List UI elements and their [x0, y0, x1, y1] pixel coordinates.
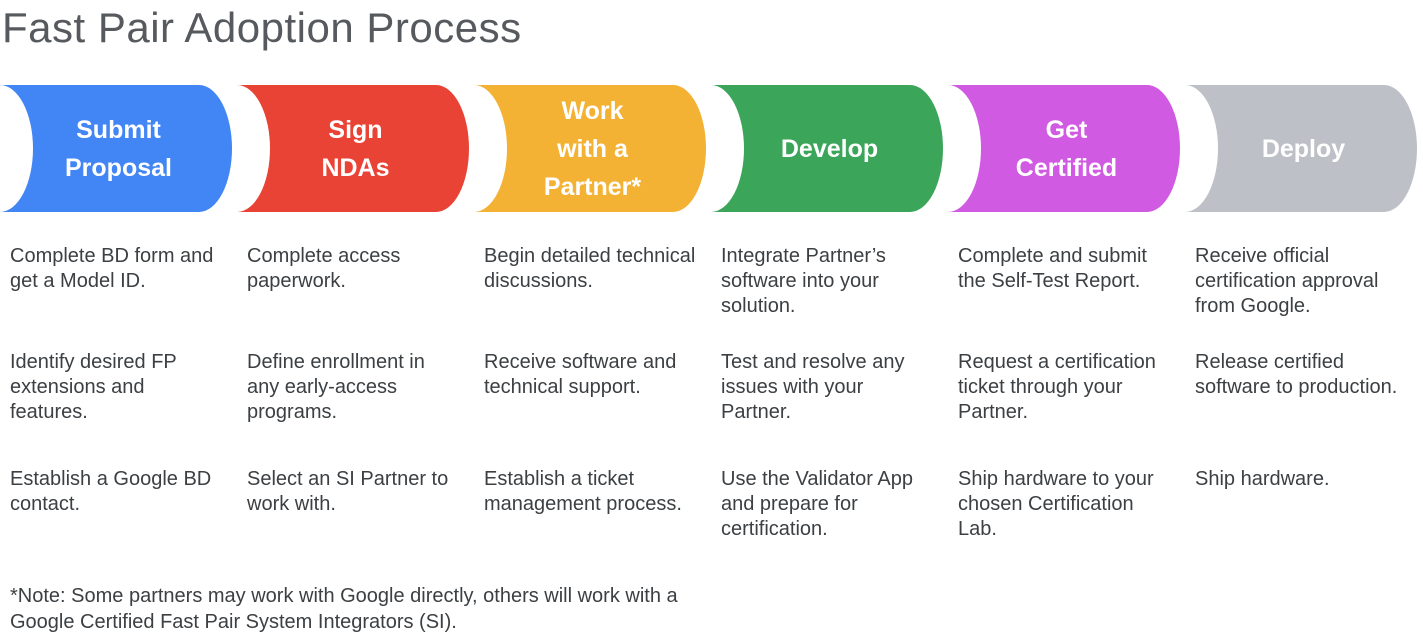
task-text: Establish a ticket management process. [484, 468, 682, 515]
task-text: Release certified software to production… [1195, 351, 1398, 398]
task-text: Identify desired FP extensions and featu… [10, 351, 177, 423]
task-text: Begin detailed technical discussions. [484, 245, 696, 292]
step-column-sign-ndas: Sign NDAs Complete access paperwork. Def… [237, 85, 474, 583]
arrow-ribbon-shape [1185, 85, 1417, 212]
step-shape-deploy: Deploy [1185, 85, 1422, 212]
task-text: Establish a Google BD contact. [10, 468, 212, 515]
step-label: Develop [780, 134, 879, 163]
arrow-ribbon-fill [1185, 85, 1417, 212]
step-tasks: Begin detailed technical discussions. Re… [474, 244, 711, 583]
step-column-get-certified: Get Certified Complete and submit the Se… [948, 85, 1185, 583]
task-text: Use the Validator App and prepare for ce… [721, 468, 913, 540]
task-text: Ship hardware to your chosen Certificati… [958, 468, 1154, 540]
process-steps-row: Submit Proposal Complete BD form and get… [0, 85, 1422, 583]
step-column-submit-proposal: Submit Proposal Complete BD form and get… [0, 85, 237, 583]
step-label: Submit Proposal [65, 115, 172, 182]
step-tasks: Complete and submit the Self-Test Report… [948, 244, 1185, 583]
task-text: Complete access paperwork. [247, 245, 401, 292]
step-column-deploy: Deploy Receive official certification ap… [1185, 85, 1422, 583]
arrow-ribbon-shape [711, 85, 943, 212]
step-shape-submit-proposal: Submit Proposal [0, 85, 237, 212]
task-text: Define enrollment in any early-access pr… [247, 351, 425, 423]
arrow-ribbon-shape [0, 85, 232, 212]
step-label: Work with a Partner* [543, 96, 642, 201]
arrow-ribbon-shape [948, 85, 1180, 212]
page-title: Fast Pair Adoption Process [2, 4, 522, 51]
task-text: Ship hardware. [1195, 468, 1330, 490]
step-column-develop: Develop Integrate Partner’s software int… [711, 85, 948, 583]
step-tasks: Integrate Partner’s software into your s… [711, 244, 948, 583]
arrow-ribbon-fill [237, 85, 469, 212]
step-column-work-with-partner: Work with a Partner* Begin detailed tech… [474, 85, 711, 583]
task-text: Request a certification ticket through y… [958, 351, 1156, 423]
arrow-ribbon-fill [0, 85, 232, 212]
task-text: Complete and submit the Self-Test Report… [958, 245, 1147, 292]
step-label: Deploy [1261, 134, 1346, 163]
footnote-text: *Note: Some partners may work with Googl… [10, 585, 678, 632]
step-shape-work-with-partner: Work with a Partner* [474, 85, 711, 212]
task-text: Receive software and technical support. [484, 351, 677, 398]
step-label: Sign NDAs [321, 115, 390, 182]
task-text: Complete BD form and get a Model ID. [10, 245, 214, 292]
step-tasks: Complete access paperwork. Define enroll… [237, 244, 474, 583]
step-tasks: Receive official certification approval … [1185, 244, 1422, 583]
step-label: Get Certified [1015, 115, 1118, 182]
task-text: Test and resolve any issues with your Pa… [721, 351, 905, 423]
step-tasks: Complete BD form and get a Model ID. Ide… [0, 244, 237, 583]
arrow-ribbon-shape [474, 85, 706, 212]
arrow-ribbon-fill [711, 85, 943, 212]
step-shape-get-certified: Get Certified [948, 85, 1185, 212]
task-text: Integrate Partner’s software into your s… [721, 245, 886, 317]
task-text: Select an SI Partner to work with. [247, 468, 449, 515]
arrow-ribbon-fill [948, 85, 1180, 212]
task-text: Receive official certification approval … [1195, 245, 1379, 317]
step-shape-develop: Develop [711, 85, 948, 212]
arrow-ribbon-shape [237, 85, 469, 212]
step-shape-sign-ndas: Sign NDAs [237, 85, 474, 212]
arrow-ribbon-fill [474, 85, 706, 212]
